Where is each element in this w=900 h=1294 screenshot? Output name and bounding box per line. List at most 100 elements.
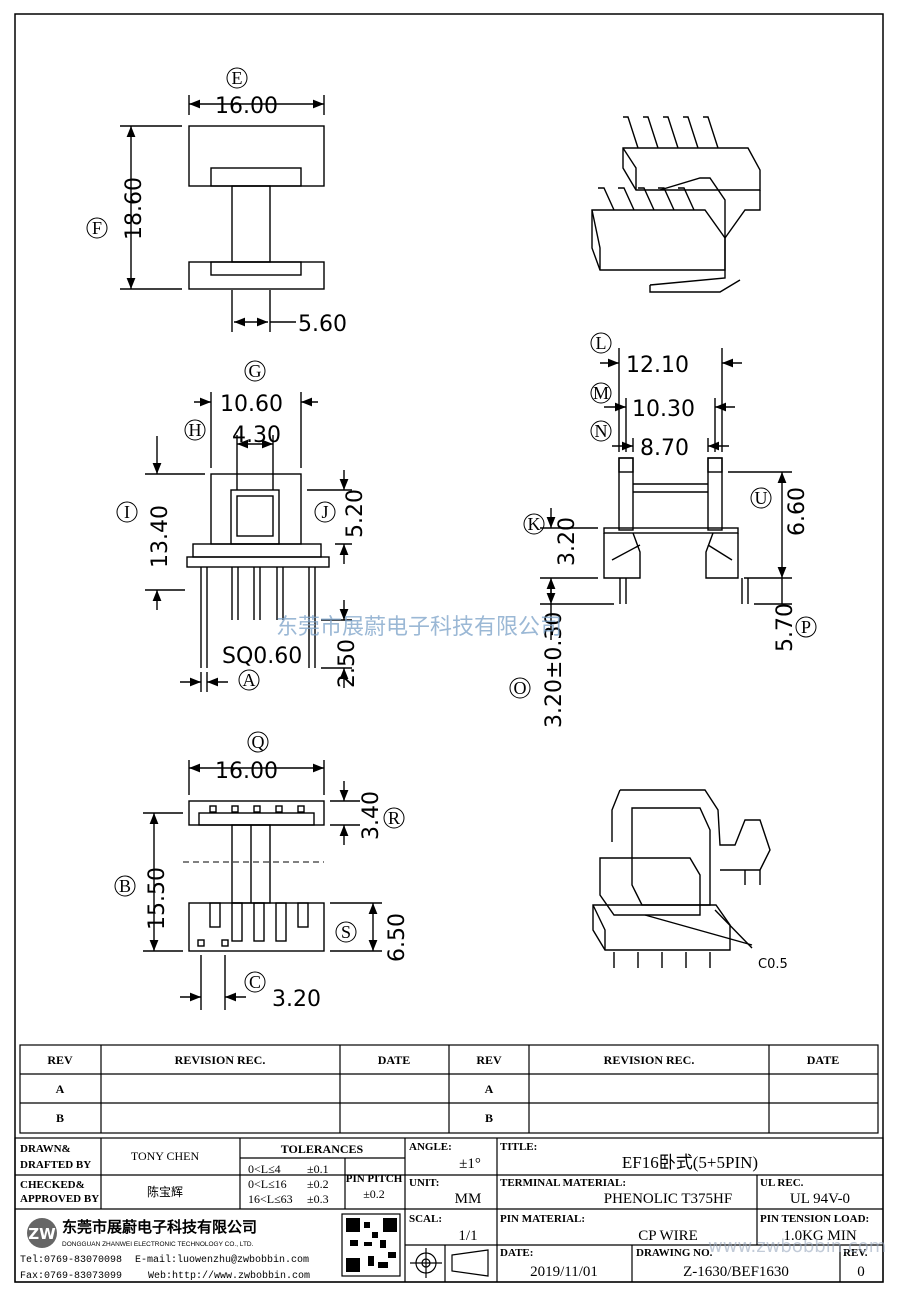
balloon-L: L [590,332,612,354]
dim-chamfer: C0.5 [758,957,788,972]
balloon-J: J [314,501,336,523]
rev-header-2: REV [476,1053,502,1067]
date-header-1: DATE [378,1053,410,1067]
balloon-R: R [383,807,405,829]
email-text: E-mail:luowenzhu@zwbobbin.com [135,1254,309,1266]
dim-U: 6.60 [785,487,810,536]
svg-text:B: B [119,876,131,896]
date-value: 2019/11/01 [530,1264,598,1280]
svg-text:M: M [593,383,609,403]
balloon-P: P [795,616,817,638]
fax-text: Fax:0769-83073099 [20,1271,122,1282]
iso-view-bottom [592,789,771,968]
company-name-cn: 东莞市展蔚电子科技有限公司 [62,1218,257,1236]
balloon-M: M [590,382,612,404]
dim-pin-sq: SQ0.60 [222,644,302,669]
balloon-I: I [116,501,138,523]
side-view [540,348,792,640]
title-block-grid [14,1137,884,1283]
balloon-F: F [86,217,108,239]
pin-material-value: CP WIRE [638,1228,698,1244]
balloon-Q: Q [247,731,269,753]
tolerances-label: TOLERANCES [281,1142,364,1156]
qr-code [346,1218,397,1272]
drawing-no-label: DRAWING NO. [636,1247,713,1259]
svg-text:C: C [249,972,261,992]
dim-P: 5.70 [773,603,798,652]
rev-label: REV. [843,1247,868,1259]
checked-label-1: CHECKED& [20,1179,85,1191]
rev-row-a-2: A [485,1082,494,1096]
revision-table [19,1044,879,1134]
balloons: E F G H I J A L M N K U P O Q R B S C [86,67,817,993]
dim-M: 10.30 [632,397,695,422]
web-watermark: www.zwbobbin.com [708,1236,886,1257]
front-view [145,392,352,692]
dimension-texts: 16.00 18.60 5.60 10.60 4.30 13.40 5.20 S… [122,94,810,1012]
approved-by-value: 陈宝辉 [147,1184,183,1199]
dim-B: 15.50 [145,867,170,930]
svg-text:H: H [189,420,202,440]
svg-text:A: A [243,670,256,690]
balloon-U: U [750,487,772,509]
dim-R: 3.40 [359,791,384,840]
dim-E: 16.00 [215,94,278,119]
tol-range-1: 0<L≤4 [248,1162,281,1176]
date-label: DATE: [500,1247,533,1259]
balloon-H: H [184,419,206,441]
date-header-2: DATE [807,1053,839,1067]
checked-label-2: APPROVED BY [20,1193,99,1205]
dim-H: 4.30 [232,423,281,448]
dim-L: 12.10 [626,353,689,378]
scale-label: SCAL: [409,1213,442,1225]
balloon-K: K [523,513,545,535]
balloon-G: G [244,360,266,382]
drawing-no-value: Z-1630/BEF1630 [683,1264,789,1280]
unit-label: UNIT: [409,1177,439,1189]
svg-text:O: O [514,678,527,698]
tension-value: 1.0KG MIN [783,1228,856,1244]
terminal-material-label: TERMINAL MATERIAL: [500,1177,626,1189]
balloon-A: A [238,669,260,691]
balloon-C: C [244,971,266,993]
iso-view-top [591,116,761,293]
dim-S: 6.50 [385,913,410,962]
rev-row-b-1: B [56,1111,64,1125]
svg-text:P: P [801,617,811,637]
tol-value-2: ±0.2 [307,1177,329,1191]
svg-text:J: J [321,502,328,522]
pin-pitch-value: ±0.2 [363,1187,385,1201]
tol-range-2: 0<L≤16 [248,1177,287,1191]
dim-J: 5.20 [343,489,368,538]
balloon-B: B [114,875,136,897]
company-logo: ZW [27,1218,57,1248]
dim-F: 18.60 [122,177,147,240]
dim-C: 3.20 [272,987,321,1012]
svg-text:N: N [595,421,608,441]
tol-range-3: 16<L≤63 [248,1192,293,1206]
watermark-text: 东莞市展蔚电子科技有限公司 [276,615,562,640]
terminal-material-value: PHENOLIC T375HF [604,1191,732,1207]
svg-text:G: G [249,361,262,381]
tension-label: PIN TENSION LOAD: [760,1213,869,1225]
scale-value: 1/1 [458,1228,477,1244]
svg-text:I: I [124,502,130,522]
svg-text:F: F [92,218,102,238]
top-view [120,95,325,332]
rev-row-b-2: B [485,1111,493,1125]
tel-text: Tel:0769-83070098 [20,1254,122,1266]
angle-value: ±1° [459,1156,481,1172]
dim-G: 10.60 [220,392,283,417]
svg-text:U: U [755,488,768,508]
dim-Q: 16.00 [215,759,278,784]
balloon-E: E [226,67,248,89]
title-label: TITLE: [500,1141,537,1153]
dim-K: 3.20 [555,517,580,566]
rev-row-a-1: A [56,1082,65,1096]
svg-text:E: E [232,68,243,88]
dim-O: 3.20±0.30 [542,612,567,728]
angle-label: ANGLE: [409,1141,452,1153]
dim-pin-length: 2.50 [335,639,360,688]
revision-rec-header-2: REVISION REC. [604,1053,695,1067]
balloon-S: S [335,921,357,943]
